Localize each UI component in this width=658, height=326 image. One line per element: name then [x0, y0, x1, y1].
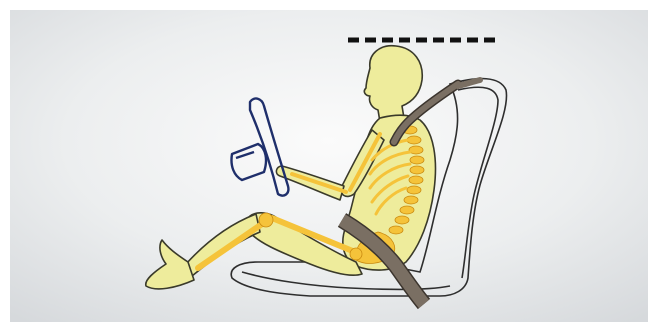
background [10, 10, 648, 322]
knee-joint [259, 213, 273, 227]
driver-posture-diagram [10, 10, 648, 322]
illustration-panel [10, 10, 648, 322]
hip-joint [350, 248, 362, 260]
